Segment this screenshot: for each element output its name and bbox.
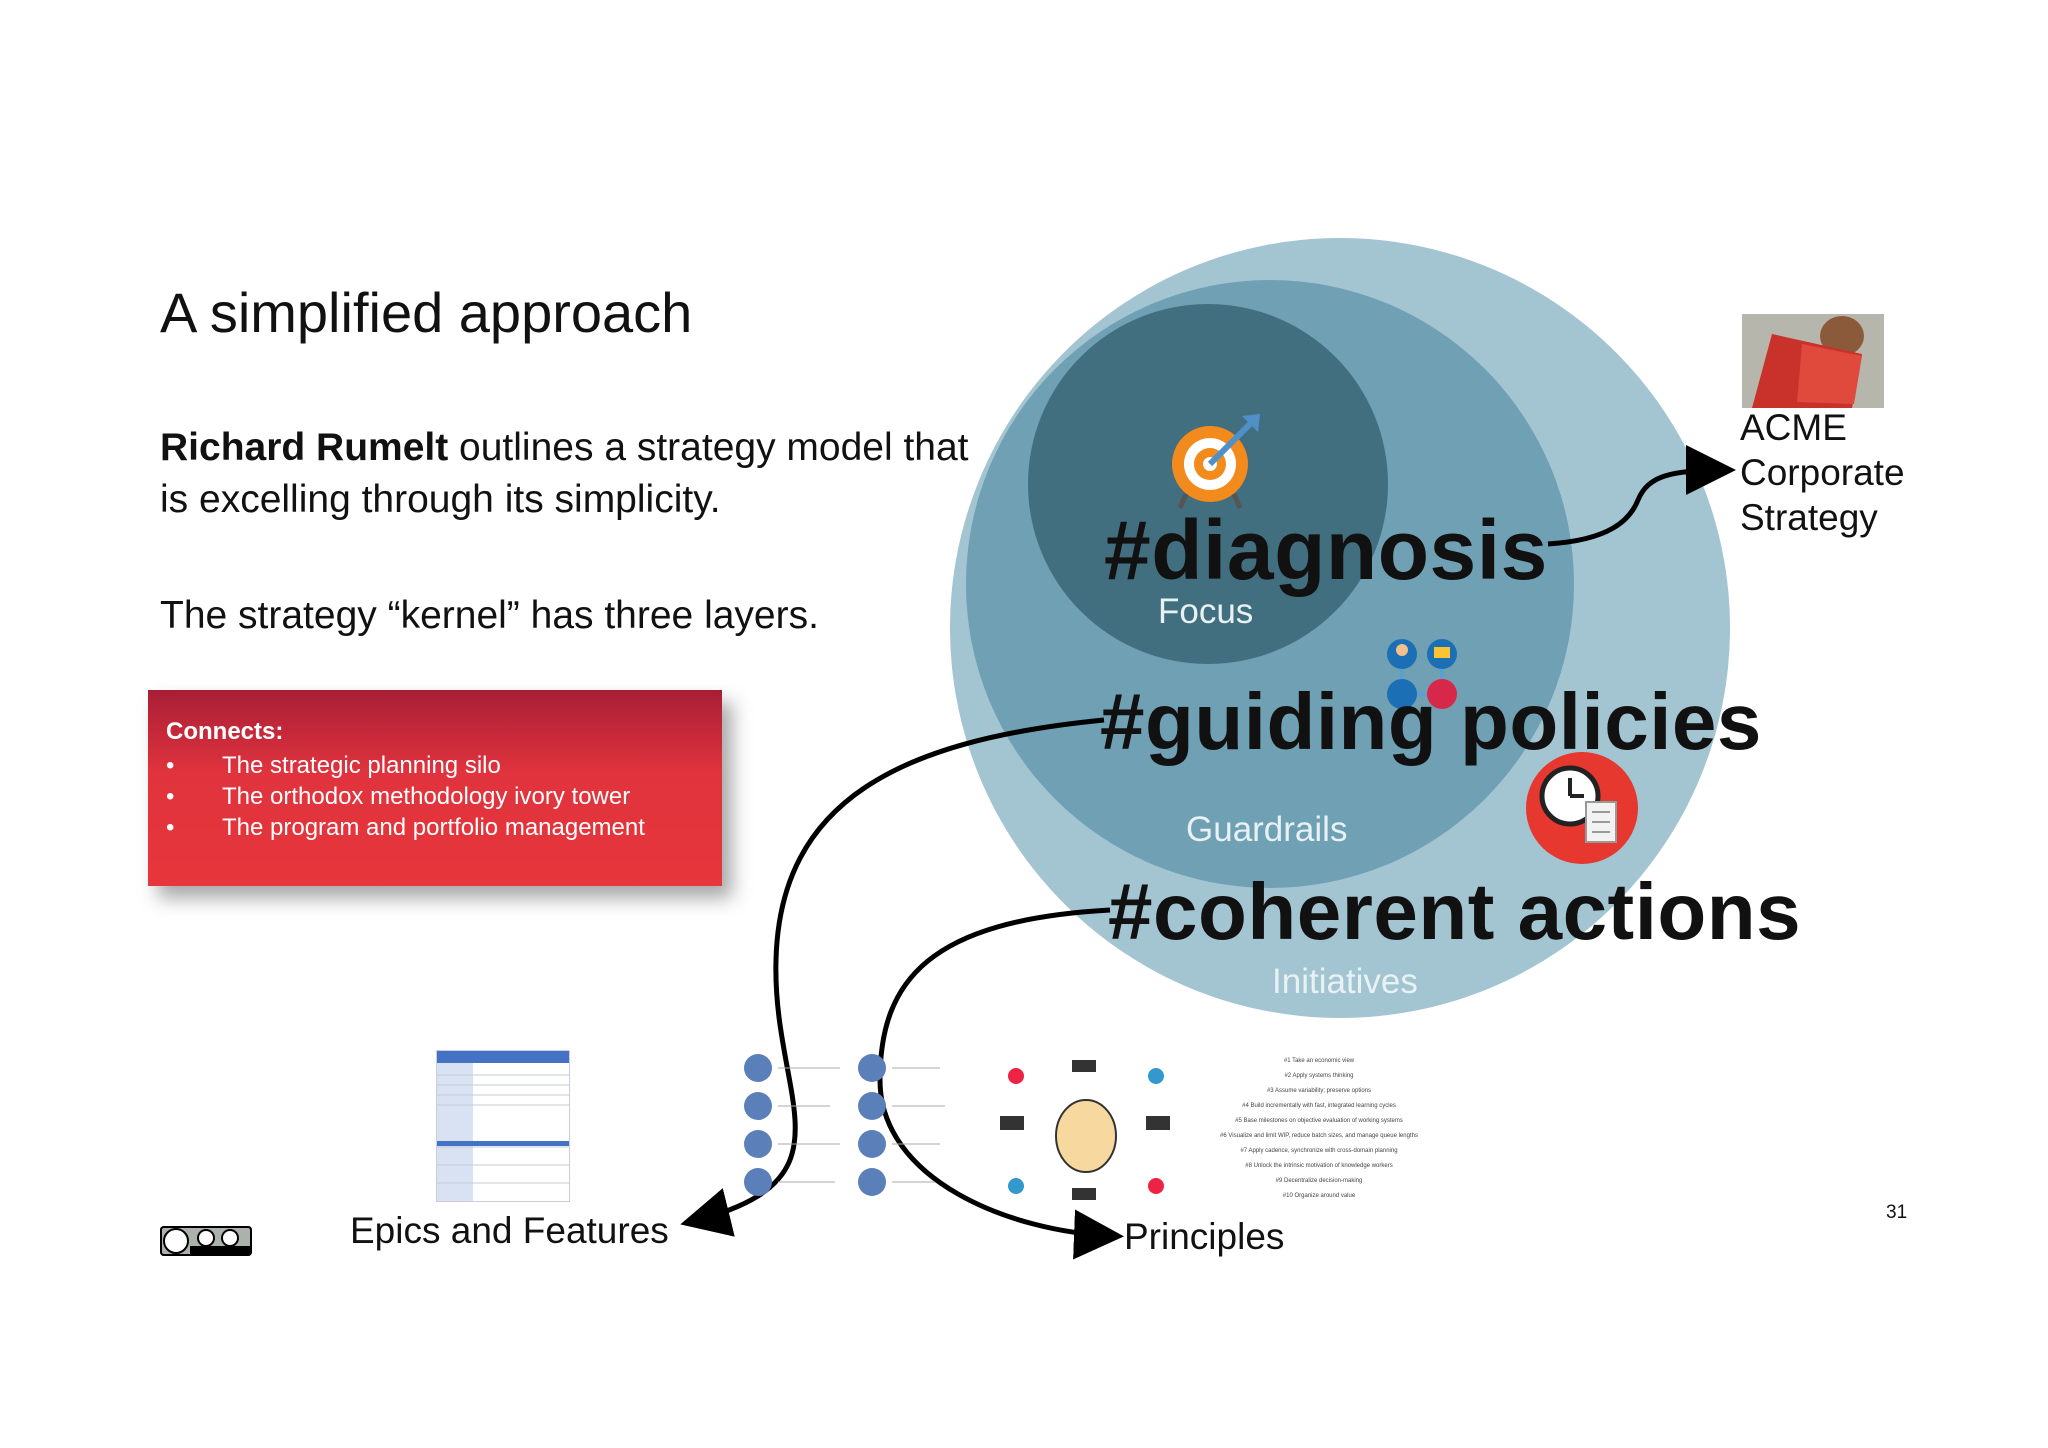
intro-author: Richard Rumelt [160,426,449,469]
principle-item: #5 Base milestones on objective evaluati… [1235,1118,1403,1124]
bullet-glyph: • [166,814,175,841]
acme-line: Corporate [1740,452,1905,493]
acme-label: ACME Corporate Strategy [1740,405,1905,540]
principle-item: #10 Organize around value [1282,1193,1356,1199]
intro-paragraph: Richard Rumelt outlines a strategy model… [160,422,980,526]
principle-item: #4 Build incrementally with fast, integr… [1242,1103,1396,1109]
arrow-to-acme [1547,445,1736,547]
connects-box: Connects: • The strategic planning silo •… [148,690,722,886]
bullet-glyph: • [166,783,175,810]
core-values-thumbnail [740,1050,960,1202]
principle-item: #6 Visualize and limit WIP, reduce batch… [1220,1133,1418,1139]
slide-title: A simplified approach [160,281,693,344]
connects-item-text: The orthodox methodology ivory tower [222,783,631,810]
principle-item: #7 Apply cadence, synchronize with cross… [1240,1148,1398,1154]
intro-rest: outlines a strategy model that is excell… [160,426,969,521]
team-network-icon [1387,639,1457,709]
label-initiatives: Initiatives [1272,962,1418,1001]
principle-item: #8 Unlock the intrinsic motivation of kn… [1245,1163,1393,1169]
principle-item: #9 Decentralize decision-making [1275,1178,1363,1184]
connects-item: • The program and portfolio management [166,814,645,842]
connects-item-text: The program and portfolio management [222,814,645,841]
acme-line: ACME [1740,407,1847,448]
label-principles: Principles [1124,1216,1285,1257]
principles-list-thumbnail: #1 Take an economic view #2 Apply system… [1214,1056,1424,1206]
arrow-to-principles [877,907,1124,1260]
heading-coherent-actions: #coherent actions [1108,867,1802,956]
connects-item-text: The strategic planning silo [222,752,501,779]
heading-diagnosis: #diagnosis [1104,503,1548,597]
connects-item: • The strategic planning silo [166,752,501,780]
principle-item: #1 Take an economic view [1283,1058,1355,1064]
target-icon [1172,414,1260,509]
acme-line: Strategy [1740,497,1878,538]
heading-guiding-policies: #guiding policies [1100,677,1762,766]
acme-book-image [1742,314,1884,408]
epic-hypothesis-thumbnail [436,1050,570,1202]
kernel-statement: The strategy “kernel” has three layers. [160,594,819,637]
connects-title: Connects: [166,718,284,745]
arrow-to-epics [680,717,1105,1237]
bullet-glyph: • [166,752,175,779]
label-guardrails: Guardrails [1186,810,1348,849]
mindset-thumbnail [986,1056,1196,1206]
connects-item: • The orthodox methodology ivory tower [166,783,630,811]
label-focus: Focus [1158,592,1254,631]
clock-checklist-icon [1526,752,1638,864]
principle-item: #3 Assume variability; preserve options [1266,1088,1372,1094]
label-epics-features: Epics and Features [350,1210,669,1251]
page-number: 31 [1886,1202,1908,1223]
principle-item: #2 Apply systems thinking [1284,1073,1354,1079]
creative-commons-by-sa-icon [160,1226,252,1256]
